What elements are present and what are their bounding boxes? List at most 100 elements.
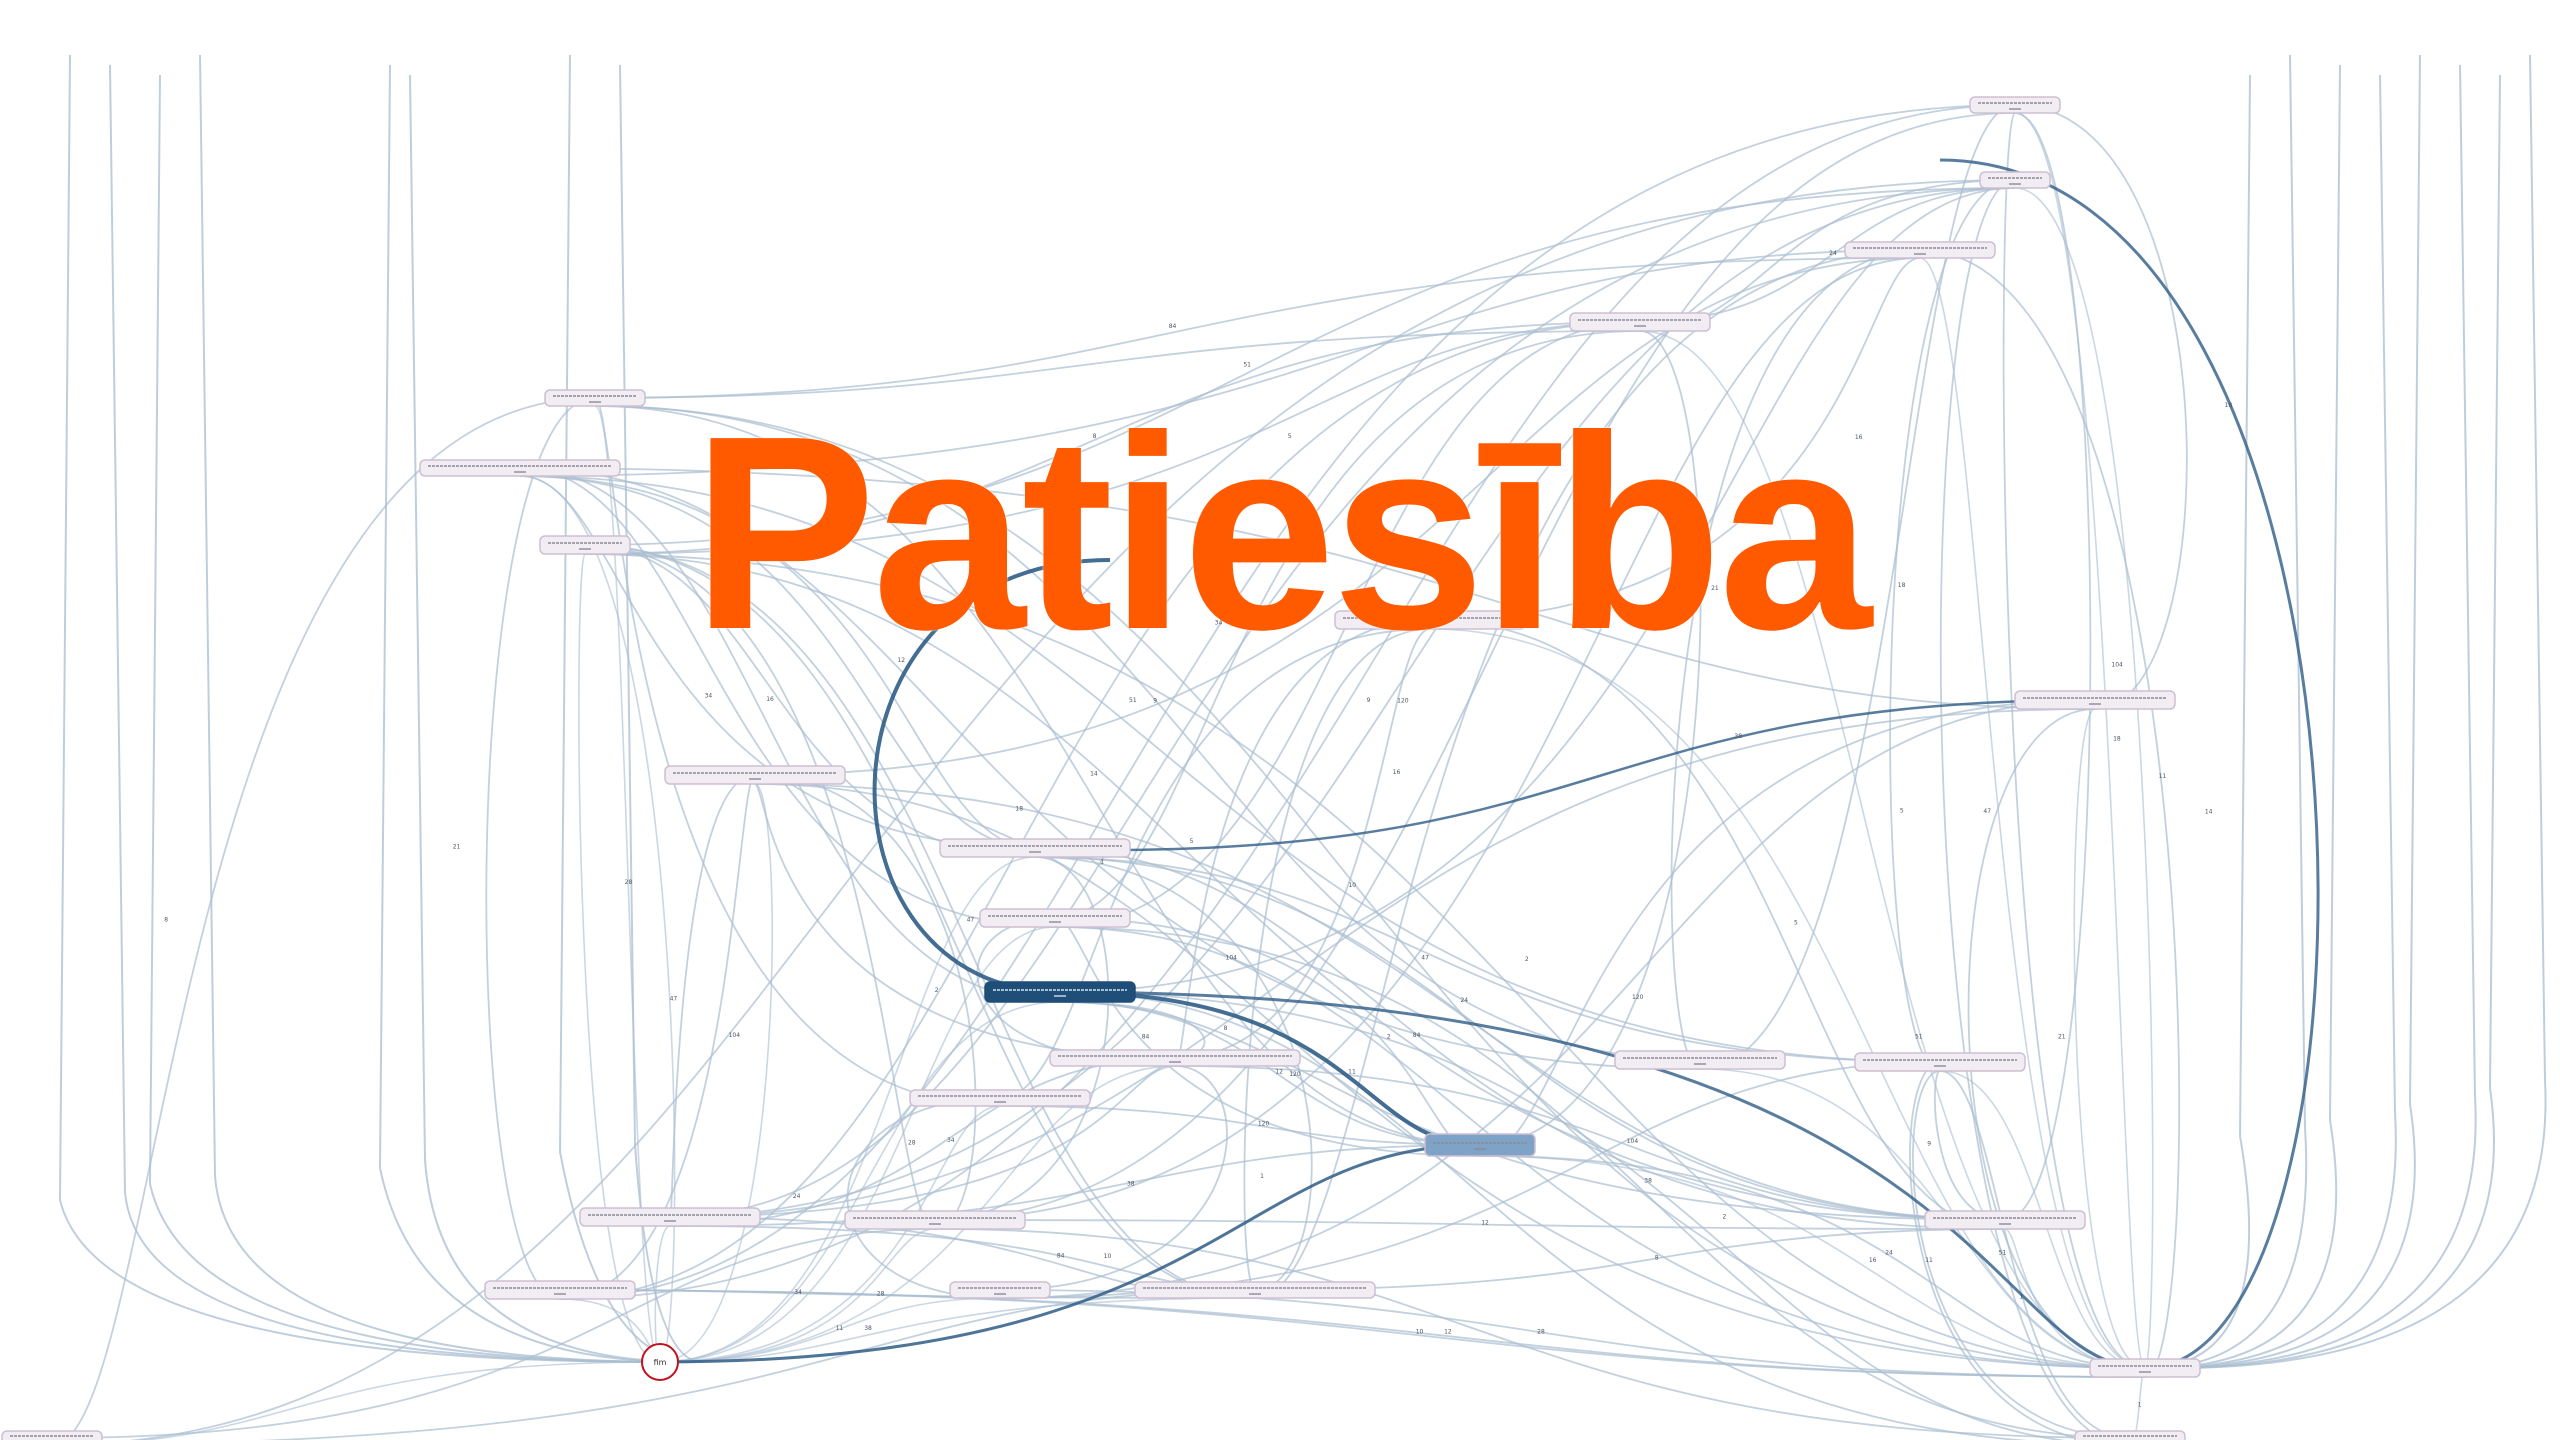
edge-count-label: 84 xyxy=(1057,1253,1065,1260)
flow-edge xyxy=(1889,179,2016,1072)
flow-edge xyxy=(584,321,1641,555)
edge-count-label: 16 xyxy=(766,696,774,703)
diagram-terminal-node: fim xyxy=(641,1343,679,1381)
flow-edge xyxy=(58,54,661,1363)
flow-edge xyxy=(999,1289,2146,1378)
flow-edge xyxy=(148,74,673,1363)
flow-edge xyxy=(584,544,1036,858)
flow-edge xyxy=(1243,628,1431,1291)
flow-edge xyxy=(519,249,1921,477)
activity-node xyxy=(579,1207,761,1227)
activity-node xyxy=(484,1280,636,1300)
edge-count-label: 8 xyxy=(1224,1025,1228,1032)
flow-edge xyxy=(934,1219,2006,1230)
edge-count-label: 5 xyxy=(1190,838,1194,845)
edge-count-label: 38 xyxy=(1734,733,1742,740)
activity-node xyxy=(544,389,646,407)
flow-edge xyxy=(1034,856,1313,1291)
edge-count-label: 12 xyxy=(1275,1069,1283,1076)
edge-count-label: 5 xyxy=(1794,920,1798,927)
edge-count-label: 1 xyxy=(2019,1294,2023,1301)
edge-count-label: 21 xyxy=(453,844,461,851)
flow-edge xyxy=(2152,64,2341,1369)
flow-edge xyxy=(559,1289,2146,1378)
edge-count-label: 1 xyxy=(2138,1402,2142,1409)
flow-edge xyxy=(128,179,2016,1440)
edge-count-label: 51 xyxy=(1129,697,1137,704)
flow-edge xyxy=(1059,990,2146,1370)
flow-edge xyxy=(2073,708,2146,1369)
flow-edge xyxy=(594,257,1921,399)
flow-edge xyxy=(1109,698,2096,852)
flow-edge xyxy=(519,467,2096,710)
flow-edge xyxy=(1059,187,2016,993)
flow-edge xyxy=(2004,112,2092,1221)
edge-count-label: 84 xyxy=(1169,323,1177,330)
flow-edge xyxy=(1939,179,2110,1440)
edge-count-label: 18 xyxy=(2225,402,2233,409)
activity-node xyxy=(979,908,1131,928)
flow-edge xyxy=(584,187,2016,546)
activity-node xyxy=(1424,1133,1536,1157)
edge-count-label: 104 xyxy=(1226,955,1238,962)
flow-edge xyxy=(559,104,2016,1300)
flow-edge xyxy=(659,1001,1061,1363)
edge-count-label: 120 xyxy=(1258,1121,1270,1128)
flow-edge xyxy=(409,74,691,1363)
flow-edge xyxy=(1919,249,2181,1378)
edge-count-label: 24 xyxy=(1460,997,1468,1004)
edge-count-label: 10 xyxy=(1348,882,1356,889)
edge-count-label: 16 xyxy=(1869,1257,1877,1264)
activity-node xyxy=(1844,241,1996,259)
edge-count-label: 11 xyxy=(1925,1257,1933,1264)
flow-edge xyxy=(584,553,2006,1221)
activity-node xyxy=(1924,1210,2086,1230)
edge-count-label: 5 xyxy=(1900,808,1904,815)
flow-edge xyxy=(138,1361,661,1440)
flow-edge xyxy=(934,856,1110,1221)
edge-count-label: 51 xyxy=(1243,362,1251,369)
flow-edge xyxy=(659,856,1036,1363)
edge-count-label: 14 xyxy=(2205,809,2213,816)
flow-edge xyxy=(2148,54,2308,1369)
edge-count-label: 16 xyxy=(1855,434,1863,441)
flow-edge xyxy=(934,1228,2131,1439)
flow-edge xyxy=(669,1144,1481,1227)
edge-count-label: 9 xyxy=(1153,698,1157,705)
flow-edge xyxy=(999,699,2096,1299)
edge-count-label: 104 xyxy=(729,1032,741,1039)
flow-edge xyxy=(584,553,2146,1369)
flow-edge xyxy=(1479,1155,2146,1369)
edge-count-label: 34 xyxy=(794,1289,802,1296)
edge-count-label: 11 xyxy=(1348,1069,1356,1076)
flow-edge xyxy=(1429,619,2006,1230)
flow-edge xyxy=(1919,257,2146,1369)
flow-edge xyxy=(2168,74,2501,1369)
flow-edge xyxy=(2164,64,2477,1369)
flow-edge xyxy=(754,257,1921,776)
flow-edge xyxy=(1670,249,1921,1070)
flow-edge xyxy=(1912,1070,2131,1439)
flow-edge xyxy=(2014,187,2154,1369)
flow-edge xyxy=(1909,1061,2090,1440)
flow-edge xyxy=(109,64,667,1363)
flow-edge xyxy=(51,1228,936,1439)
flow-edge xyxy=(519,467,1056,928)
activity-node xyxy=(2089,1358,2201,1378)
activity-node xyxy=(1969,96,2061,114)
edge-count-label: 12 xyxy=(1444,1329,1452,1336)
edge-count-label: 8 xyxy=(1093,433,1097,440)
flow-edge xyxy=(559,321,1641,1300)
flow-edge xyxy=(754,783,2006,1221)
flow-edge xyxy=(2160,54,2421,1369)
edge-count-label: 2 xyxy=(1387,1034,1391,1041)
flow-edge xyxy=(999,1065,1228,1291)
edge-count-label: 104 xyxy=(1627,1138,1639,1145)
flow-edge xyxy=(1429,628,2146,1369)
edge-count-label: 9 xyxy=(1367,697,1371,704)
edge-count-label: 5 xyxy=(1288,433,1292,440)
edge-count-label: 120 xyxy=(1289,1071,1301,1078)
edge-count-label: 2 xyxy=(935,987,939,994)
edge-count-label: 8 xyxy=(164,917,168,924)
